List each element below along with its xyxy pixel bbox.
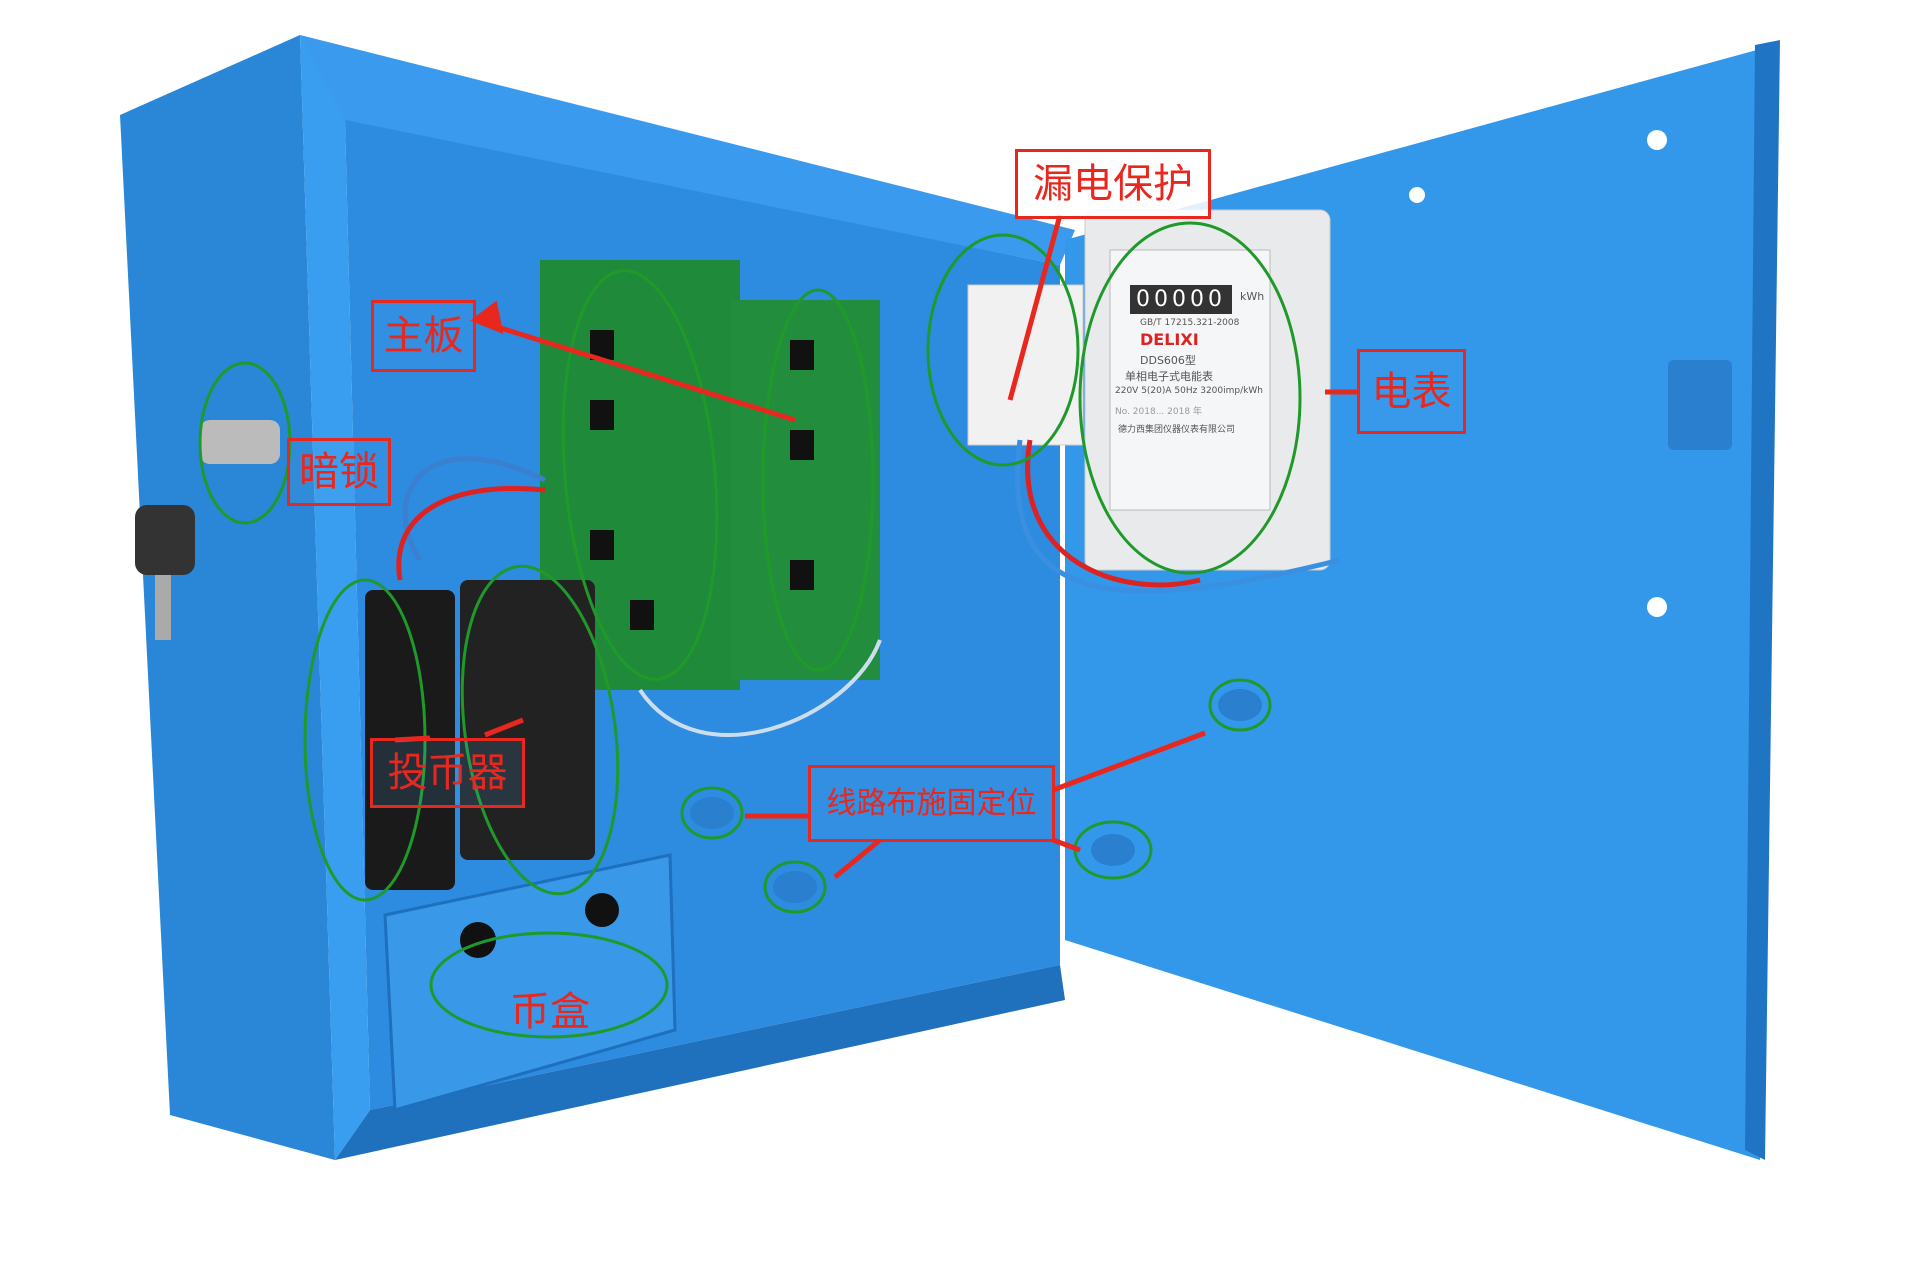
highlight-breaker (926, 233, 1080, 467)
fixing-stud (1218, 689, 1262, 721)
door-latch (1668, 360, 1732, 450)
wire (396, 486, 546, 581)
highlight-board-left (561, 269, 719, 681)
fixing-stud (1091, 834, 1135, 866)
label-electric-meter: 电表 (1357, 349, 1466, 434)
arrow (484, 717, 524, 738)
meter-type: 单相电子式电能表 (1125, 370, 1213, 383)
meter-spec: 220V 5(20)A 50Hz 3200imp/kWh (1115, 386, 1263, 396)
meter-unit: kWh (1240, 290, 1265, 303)
fixing-stud (690, 797, 734, 829)
key (135, 505, 195, 575)
coin-acceptor-2 (460, 580, 595, 860)
arrow (1052, 730, 1206, 793)
cabinet-top (300, 35, 1075, 265)
highlight-coin-box (429, 931, 669, 1039)
meter-reading: 00000 (1130, 285, 1232, 314)
breaker (967, 284, 1084, 446)
highlight-stud (1208, 678, 1272, 732)
highlight-stud (680, 786, 744, 840)
label-main-board: 主板 (371, 300, 476, 372)
arrow (833, 838, 882, 879)
wire (402, 456, 547, 562)
door-hole (1409, 187, 1425, 203)
label-leakage-protection: 漏电保护 (1015, 149, 1211, 219)
cabinet-frame-left (300, 35, 370, 1160)
highlight-board-right (761, 288, 875, 672)
arrow (1007, 214, 1063, 401)
door-hole (1647, 130, 1667, 150)
label-coin-box: 币盒 (510, 989, 590, 1035)
wire (1025, 439, 1201, 588)
meter-model: DDS606型 (1140, 354, 1196, 367)
highlight-lock (198, 361, 292, 525)
cabinet-left-side (120, 35, 335, 1160)
meter-maker: 德力西集团仪器仪表有限公司 (1118, 425, 1236, 435)
arrow (474, 317, 796, 423)
arrow (1052, 837, 1081, 853)
label-coin-acceptor: 投币器 (370, 738, 525, 808)
meter-standard: GB/T 17215.321-2008 (1140, 318, 1240, 328)
wire (638, 639, 882, 737)
label-hidden-lock: 暗锁 (287, 438, 391, 506)
meter-serial: No. 2018... 2018 年 (1115, 407, 1202, 417)
door-hole (1647, 597, 1667, 617)
meter-brand: DELIXI (1140, 330, 1199, 349)
cabinet-bottom-rim (335, 965, 1065, 1160)
fixing-stud (773, 871, 817, 903)
wire (1015, 439, 1341, 594)
highlight-meter (1078, 221, 1302, 575)
highlight-stud (763, 860, 827, 914)
label-wiring-fixing-points: 线路布施固定位 (808, 765, 1055, 842)
door-edge (1745, 40, 1780, 1160)
lock-cylinder (200, 420, 280, 464)
